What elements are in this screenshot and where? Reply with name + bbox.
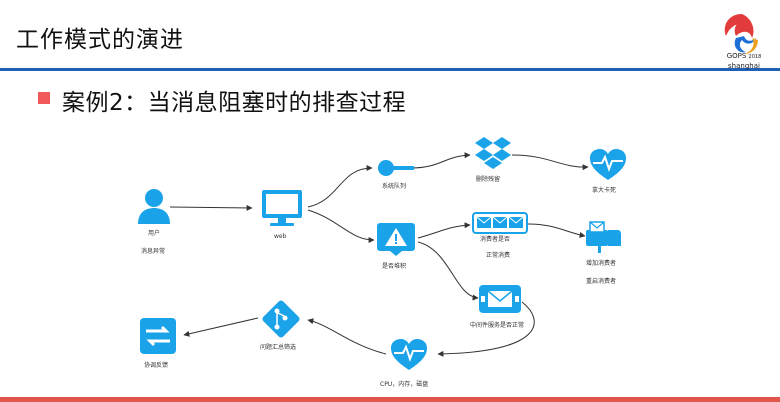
node-feedback: 协调反馈 xyxy=(140,318,176,369)
node-web: web xyxy=(262,190,302,240)
node-queue: 系统队列 xyxy=(378,160,414,190)
node-cpu: CPU，内存，磁盘 xyxy=(380,339,428,388)
mailbox-icon xyxy=(586,221,621,253)
edge-cpu-summary xyxy=(307,318,387,355)
title-rule xyxy=(0,68,780,71)
bottom-bar xyxy=(0,397,780,402)
edge-consumer-add xyxy=(527,223,586,238)
middleware-label: 中间件服务是否正常 xyxy=(470,321,524,329)
slide-title: 工作模式的演进 xyxy=(16,27,184,53)
node-user: 用户 消息异常 xyxy=(138,189,170,255)
add-consumer-label-2: 重启消费者 xyxy=(586,277,616,285)
gops-logo-icon xyxy=(724,14,758,54)
check-label: 是否堆积 xyxy=(382,262,406,270)
edge-queue-delete xyxy=(411,152,471,169)
logo-line2: shanghai xyxy=(728,62,760,70)
edge-middleware-cpu xyxy=(437,301,535,357)
logo-text: GOPS 2018 shanghai xyxy=(716,52,772,71)
git-branch-icon xyxy=(262,300,300,338)
web-label: web xyxy=(274,233,287,240)
node-middleware: 中间件服务是否正常 xyxy=(470,285,524,329)
cpu-label: CPU，内存，磁盘 xyxy=(380,380,428,388)
user-label-1: 用户 xyxy=(148,229,160,237)
consumer-msgs-label-2: 正常消费 xyxy=(486,251,510,259)
feedback-label: 协调反馈 xyxy=(144,361,168,369)
edge-web-queue xyxy=(307,165,373,208)
node-consumer-health: 拿大卡死 xyxy=(590,149,626,194)
delete-label: 删除残留 xyxy=(476,175,500,183)
node-add-consumer: 增加消费者 重启消费者 xyxy=(586,221,621,285)
user-icon xyxy=(138,189,170,224)
node-consumer-msgs: 消费者是否 正常消费 xyxy=(472,212,528,259)
consumer-msgs-label-1: 消费者是否 xyxy=(480,235,510,243)
summary-label: 问题汇总筛选 xyxy=(260,343,296,351)
consumer-health-label: 拿大卡死 xyxy=(592,186,616,194)
add-consumer-label-1: 增加消费者 xyxy=(586,259,616,267)
edge-delete-health xyxy=(511,154,589,171)
node-check: 是否堆积 xyxy=(377,223,415,270)
logo-line1: GOPS xyxy=(726,52,747,60)
edge-web-check xyxy=(307,209,375,243)
bullet-square xyxy=(38,92,50,104)
server-mail-icon xyxy=(479,285,521,313)
queue-label: 系统队列 xyxy=(382,182,406,190)
logo-year: 2018 xyxy=(748,54,762,60)
message-queue-icon xyxy=(472,212,528,234)
heartbeat-icon xyxy=(391,339,427,370)
edge-check-consumer xyxy=(417,222,471,239)
connectors xyxy=(169,152,589,357)
slide-subtitle: 案例2：当消息阻塞时的排查过程 xyxy=(62,90,407,116)
pin-icon xyxy=(378,160,414,176)
edge-user-web xyxy=(169,204,253,211)
node-summary: 问题汇总筛选 xyxy=(260,300,300,351)
heartbeat-icon xyxy=(590,149,626,180)
edge-summary-feedback xyxy=(183,317,259,337)
node-delete: 删除残留 xyxy=(475,137,511,183)
user-label-2: 消息异常 xyxy=(141,247,165,255)
warning-icon xyxy=(377,223,415,256)
edge-check-middleware xyxy=(417,241,479,301)
sync-icon xyxy=(140,318,176,354)
monitor-icon xyxy=(262,190,302,226)
dropbox-icon xyxy=(475,137,511,169)
